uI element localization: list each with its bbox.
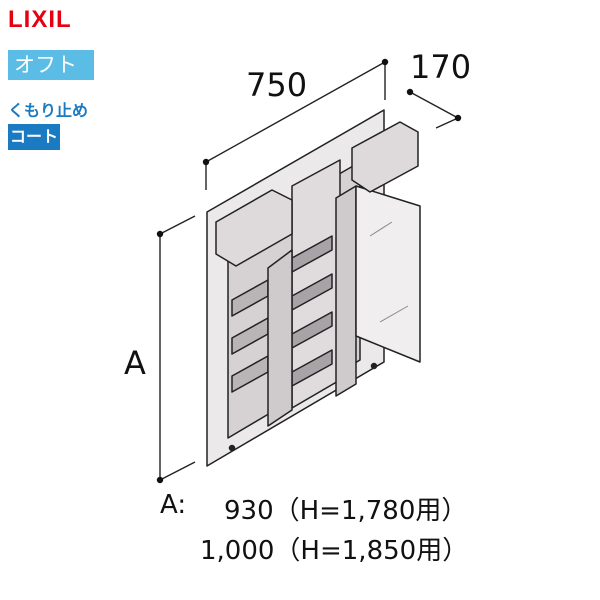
dim-point	[202, 158, 210, 166]
height-extension-bottom	[159, 461, 196, 481]
height-extension-top	[159, 215, 196, 235]
dim-point	[156, 230, 164, 238]
width-label: 750	[246, 66, 308, 104]
width-dimension-line	[205, 61, 386, 163]
left-door-edge	[267, 249, 293, 427]
left-light-box	[215, 189, 293, 267]
color-tag: オフト	[8, 50, 94, 80]
dim-point	[454, 114, 462, 122]
center-door-edge	[335, 185, 357, 397]
height-label: A	[124, 344, 146, 382]
dim-point	[406, 88, 414, 96]
note-line-2: 1,000（H=1,850用）	[200, 536, 469, 566]
right-mirror-door	[355, 185, 421, 363]
coat-label: コート	[8, 124, 61, 150]
a-prefix: A:	[160, 490, 187, 520]
lixil-logo: LIXIL	[8, 6, 72, 34]
note-line-1: 930（H=1,780用）	[224, 496, 468, 526]
right-light-box	[351, 121, 419, 193]
depth-label: 170	[410, 48, 472, 86]
depth-extension-right	[435, 117, 459, 129]
color-tag-label: オフト	[14, 53, 77, 77]
mounting-hole	[228, 444, 236, 452]
dim-point	[381, 58, 389, 66]
mirror-glare	[369, 221, 393, 237]
mounting-hole	[370, 362, 378, 370]
mirror-glare	[379, 305, 409, 323]
anti-fog-label: くもり止め	[8, 101, 89, 120]
brand-name: LIXIL	[8, 6, 72, 33]
anti-fog-coat-tag: くもり止めコート	[8, 98, 140, 150]
depth-dimension-line	[409, 91, 459, 119]
dim-point	[156, 476, 164, 484]
